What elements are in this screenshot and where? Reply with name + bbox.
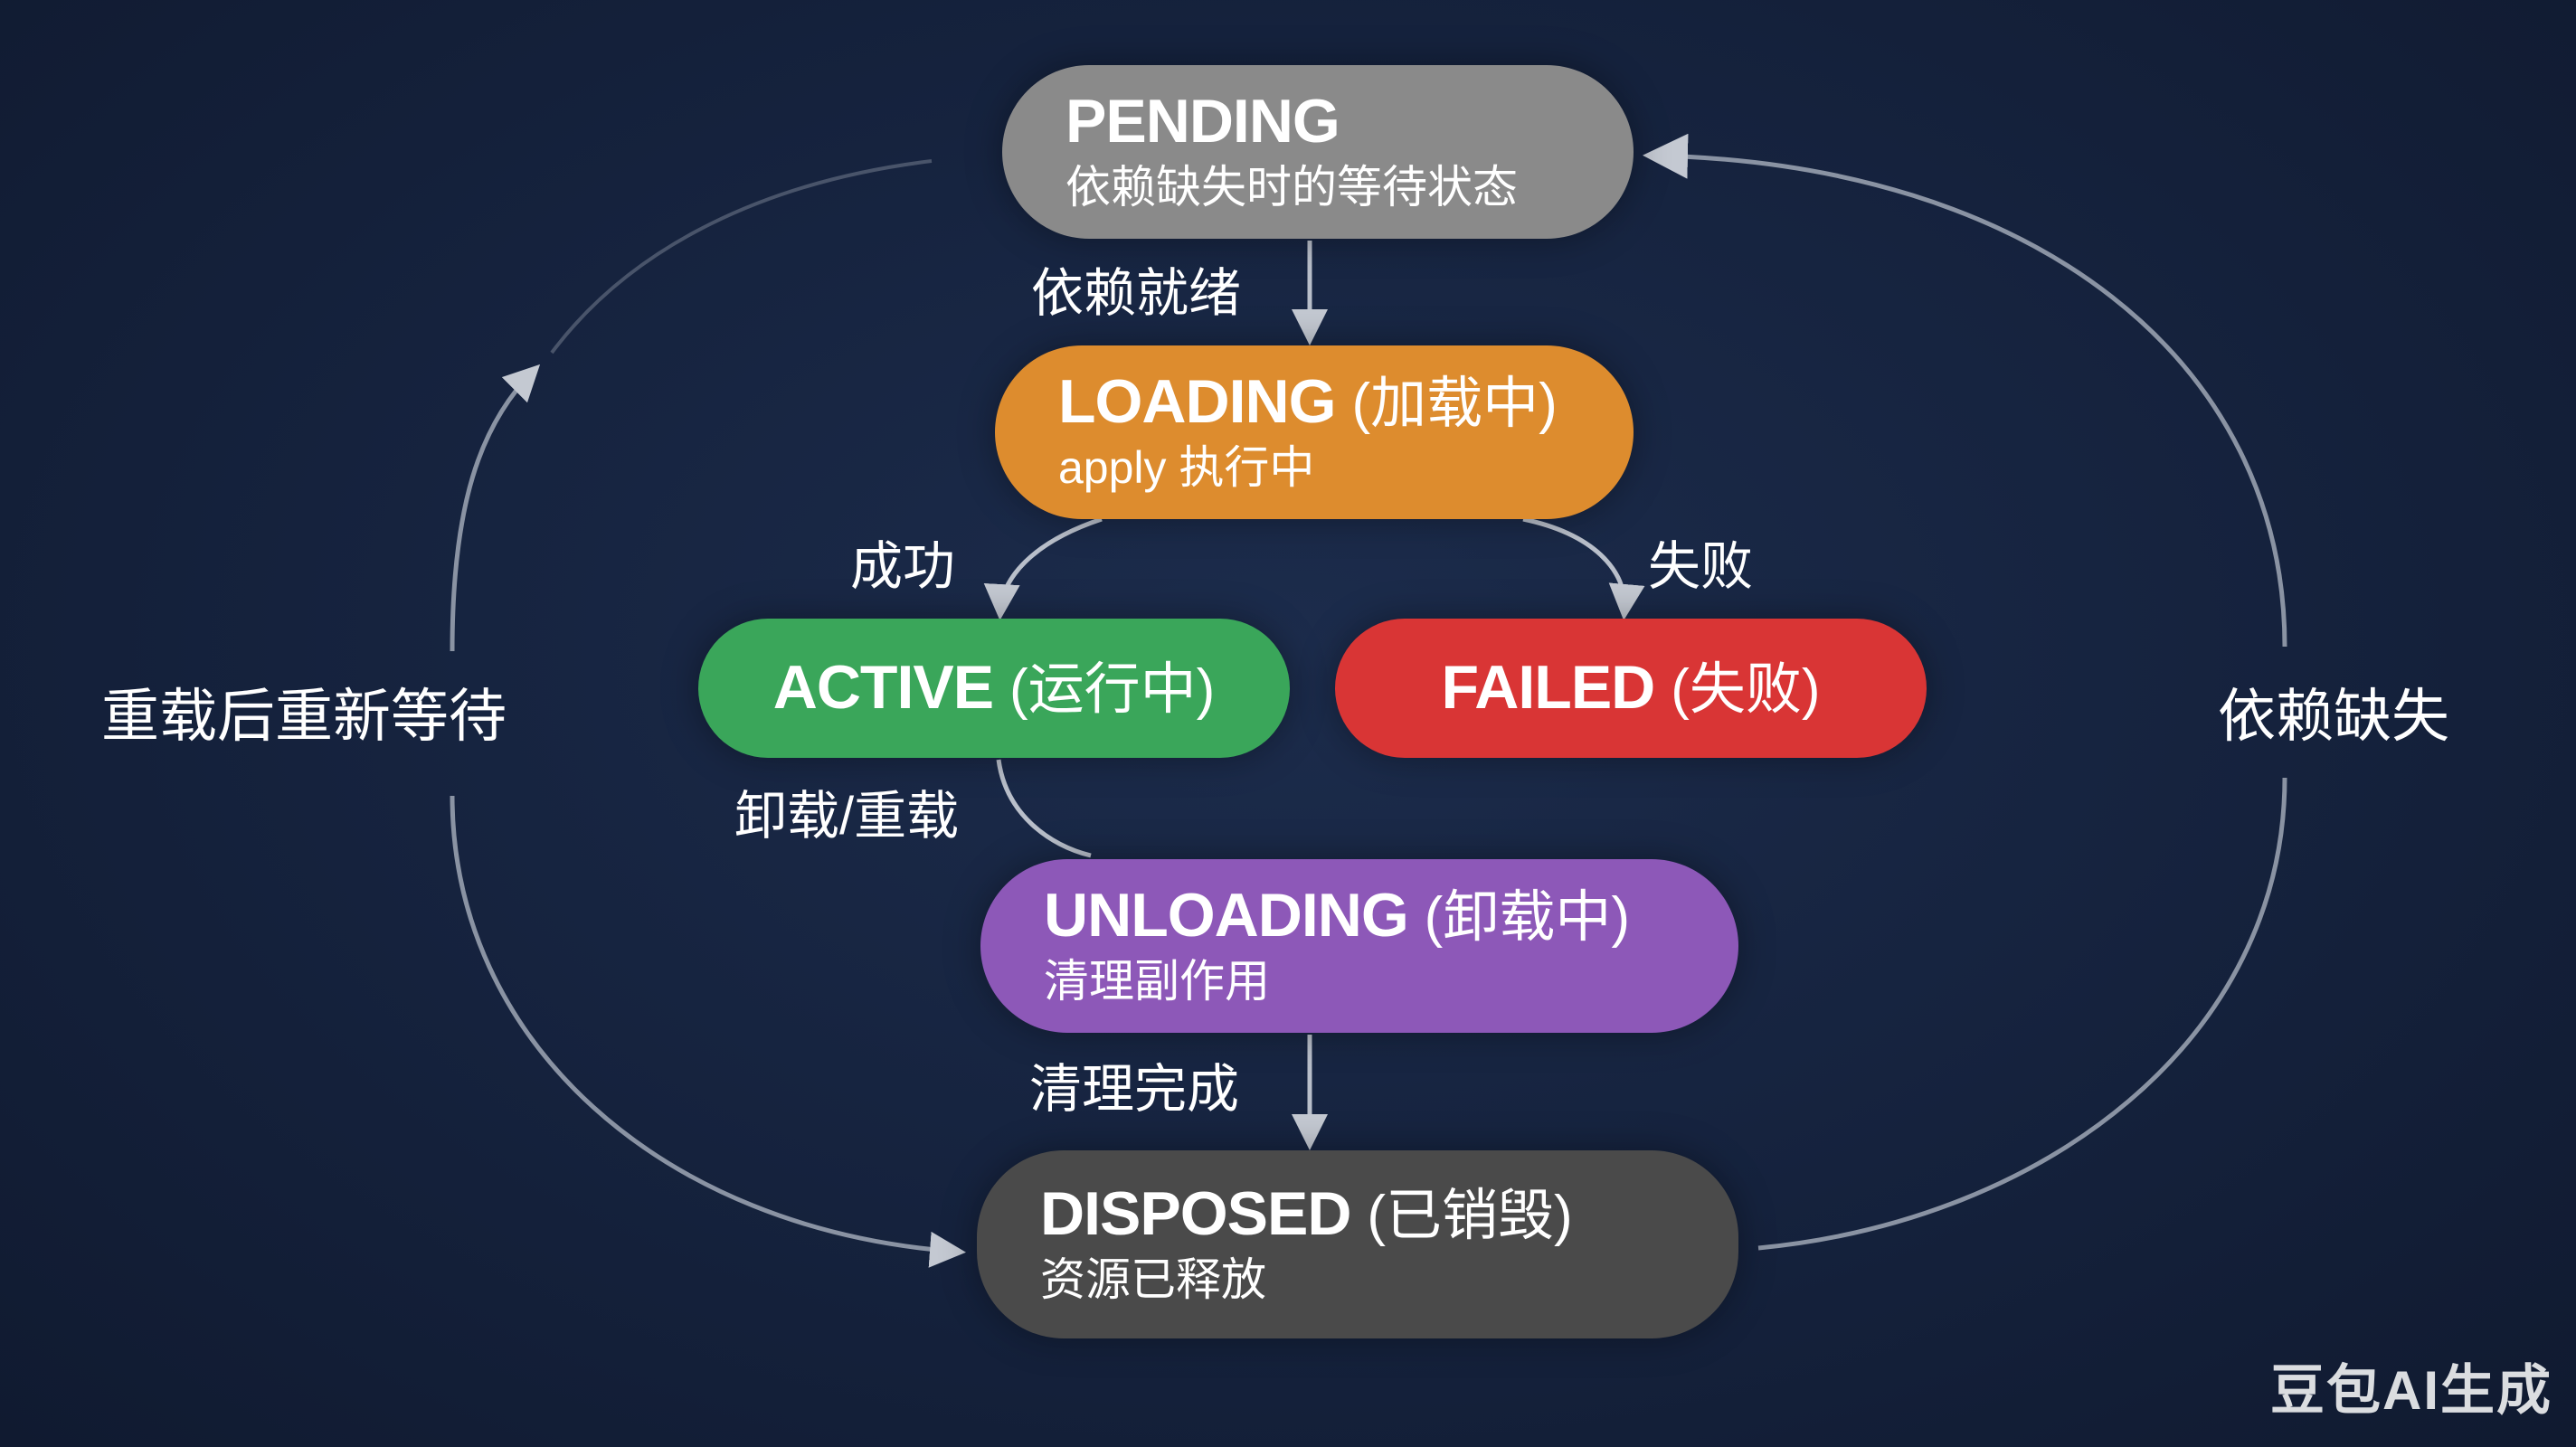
state-failed: FAILED (失败) bbox=[1335, 619, 1927, 758]
edge-label-dependency-ready: 依赖就绪 bbox=[1031, 264, 1242, 323]
state-disposed-title-cn: (已销毁) bbox=[1367, 1185, 1573, 1248]
state-pending-title: PENDING bbox=[1065, 87, 1340, 156]
state-loading-title-cn: (加载中) bbox=[1351, 373, 1558, 436]
state-failed-title-row: FAILED (失败) bbox=[1442, 656, 1821, 720]
loop-left-upper bbox=[450, 364, 541, 652]
state-active-title-row: ACTIVE (运行中) bbox=[773, 656, 1216, 720]
state-disposed-subtitle: 资源已释放 bbox=[1040, 1253, 1266, 1305]
state-disposed-title-row: DISPOSED (已销毁) bbox=[1040, 1182, 1738, 1246]
arrow-loading-to-active bbox=[983, 516, 1103, 620]
edge-label-unload-reload: 卸载/重载 bbox=[734, 787, 960, 846]
state-unloading-title: UNLOADING bbox=[1044, 881, 1409, 950]
edge-label-dependency-missing: 依赖缺失 bbox=[2218, 684, 2449, 749]
edge-label-failure: 失败 bbox=[1648, 537, 1754, 596]
state-active-title: ACTIVE bbox=[772, 653, 994, 723]
state-unloading-title-cn: (卸载中) bbox=[1424, 886, 1630, 950]
state-disposed-title: DISPOSED bbox=[1040, 1179, 1351, 1249]
state-unloading: UNLOADING (卸载中) 清理副作用 bbox=[980, 859, 1738, 1033]
edge-label-success: 成功 bbox=[850, 537, 956, 596]
arrow-loading-to-failed bbox=[1522, 516, 1645, 620]
arrow-active-to-unloading bbox=[996, 759, 1092, 858]
state-disposed: DISPOSED (已销毁) 资源已释放 bbox=[977, 1150, 1738, 1338]
state-loading-subtitle: apply 执行中 bbox=[1058, 441, 1315, 493]
state-failed-title-cn: (失败) bbox=[1671, 658, 1821, 722]
state-unloading-title-row: UNLOADING (卸载中) bbox=[1044, 884, 1738, 948]
watermark: 豆包AI生成 bbox=[2270, 1360, 2552, 1421]
state-pending-subtitle: 依赖缺失时的等待状态 bbox=[1065, 161, 1518, 213]
loop-left-lower bbox=[450, 795, 966, 1268]
state-unloading-subtitle: 清理副作用 bbox=[1044, 955, 1270, 1007]
state-active-title-cn: (运行中) bbox=[1009, 658, 1216, 722]
loop-right-upper bbox=[1643, 133, 2287, 648]
state-loading: LOADING (加载中) apply 执行中 bbox=[995, 345, 1634, 519]
state-loading-title-row: LOADING (加载中) bbox=[1058, 370, 1634, 434]
loop-right-lower bbox=[1757, 777, 2287, 1251]
loop-left-top bbox=[550, 159, 933, 355]
edge-label-cleanup-done: 清理完成 bbox=[1029, 1060, 1240, 1119]
edge-label-reload-wait: 重载后重新等待 bbox=[101, 684, 507, 749]
state-failed-title: FAILED bbox=[1441, 653, 1656, 723]
state-loading-title: LOADING bbox=[1058, 367, 1337, 437]
state-active: ACTIVE (运行中) bbox=[698, 619, 1290, 758]
state-pending: PENDING 依赖缺失时的等待状态 bbox=[1002, 65, 1634, 239]
